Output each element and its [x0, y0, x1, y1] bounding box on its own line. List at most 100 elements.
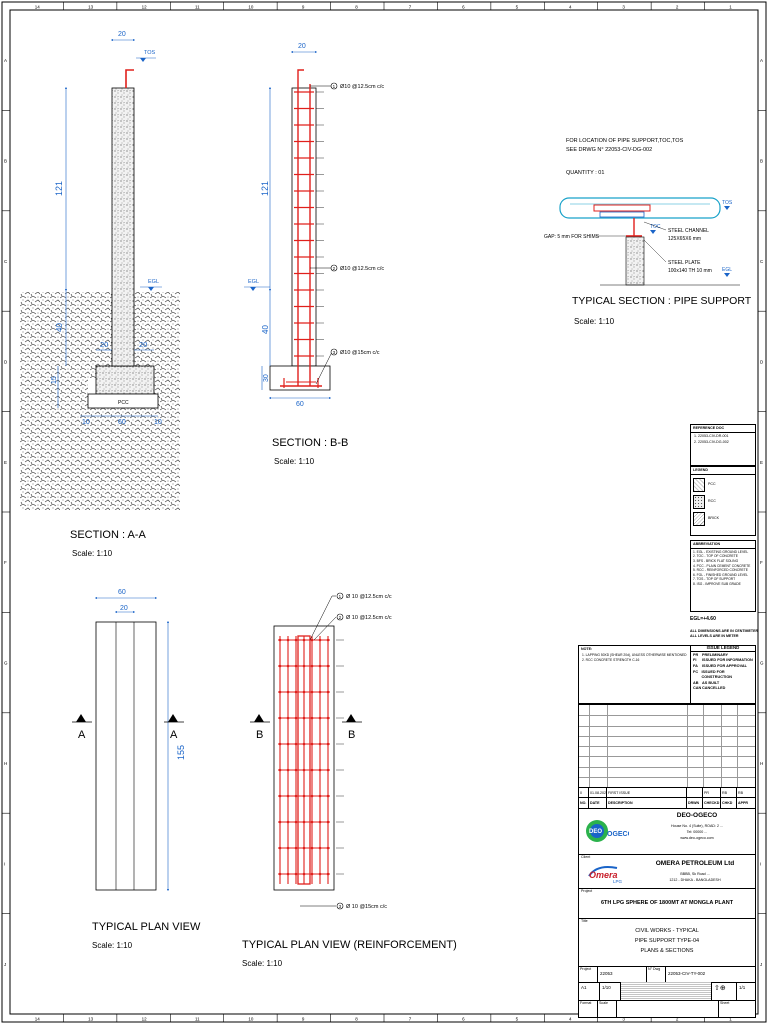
rebar-group: [280, 69, 324, 388]
plan-title: TYPICAL PLAN VIEW: [92, 921, 201, 933]
drawing-line3: PLANS & SECTIONS: [640, 948, 694, 954]
revision-grid-line: [579, 776, 755, 778]
plan-dim-60: 60: [118, 589, 126, 596]
revision-cell: DRWN: [687, 798, 703, 808]
reinf-title: TYPICAL PLAN VIEW (REINFORCEMENT): [242, 939, 457, 951]
grid-row-label: D: [760, 359, 764, 364]
bar-node: [286, 872, 290, 876]
revision-grid-line: [721, 705, 722, 787]
grid-col-label: 14: [35, 1017, 41, 1022]
grid-col-label: 11: [195, 5, 200, 10]
bar-node: [302, 820, 306, 824]
consultant-address2: Tel: 00000 ...: [686, 830, 708, 834]
project-block: Project 6TH LPG SPHERE OF 1800MT AT MONG…: [579, 888, 755, 919]
bar1-reinf: Ø 10 @12.5cm c/c: [346, 594, 392, 600]
egl-value: EGL=+4.60: [690, 616, 716, 622]
dwg-no: 22053-CIV-TY-002: [668, 971, 706, 976]
grid-col-label: 12: [142, 5, 148, 10]
abbr-item: 3. BFS - BRICK FLAT SOLING: [693, 558, 739, 563]
revision-grid-line: [589, 705, 590, 787]
revision-grid-line: [579, 746, 755, 747]
sheet-label: Sheet: [720, 1001, 730, 1005]
revision-grid-line: [737, 705, 738, 787]
grid-row-label: C: [4, 259, 8, 264]
egl-label-aa: EGL: [148, 279, 159, 285]
bar-node: [286, 716, 290, 720]
sheet-number: 1/1: [739, 985, 746, 990]
bar-node: [310, 768, 314, 772]
grid-row-label: F: [4, 560, 7, 565]
mark-1-bb: 1: [333, 84, 336, 89]
pedestal-bars: [297, 635, 311, 885]
bar-node: [278, 768, 282, 772]
drawing-line1: CIVIL WORKS - TYPICAL: [635, 928, 699, 934]
bar-node: [286, 794, 290, 798]
bar-node: [278, 664, 282, 668]
revision-area: [579, 705, 755, 787]
dim-121: 121: [54, 181, 64, 196]
mark-3-bb: 3: [333, 350, 336, 355]
grid-row-label: A: [760, 58, 763, 63]
ps-plate1: STEEL PLATE: [668, 260, 701, 266]
svg-text:LPG: LPG: [613, 879, 623, 884]
project-label: Project: [581, 889, 593, 893]
client-address2: 1212 - DHAKA - BANGLADESH: [669, 878, 721, 882]
grid-col-label: 8: [355, 1017, 358, 1022]
abbreviation-panel: ABBREVIATION 1. EGL - EXISTING GROUND LE…: [690, 540, 756, 612]
title-label: Title: [581, 919, 588, 923]
grid-col-label: 6: [462, 5, 465, 10]
mark-1-reinf: 1: [339, 594, 342, 599]
revision-grid-line: [687, 705, 688, 787]
legend-item-brick: BRICK: [708, 516, 719, 521]
issue-code: FI: [693, 658, 697, 663]
grid-row-label: D: [4, 359, 8, 364]
bar-node: [294, 638, 298, 642]
revision-grid-line: [579, 766, 755, 768]
bar-node: [310, 872, 314, 876]
disclaimer-text: [621, 982, 712, 1000]
scale-label: Scale: [598, 1000, 617, 1017]
cut-b-right: B: [348, 729, 355, 741]
revision-cell: [687, 788, 703, 798]
bar-node: [278, 872, 282, 876]
ps-toc: TOC: [650, 224, 661, 230]
grid-col-label: 4: [569, 5, 572, 10]
bar-node: [318, 846, 322, 850]
legend-item-pcc: PCC: [708, 482, 716, 487]
mark-3-reinf: 3: [339, 904, 342, 909]
format-label: Format: [579, 1000, 598, 1017]
grid-col-label: 7: [409, 5, 412, 10]
bar-node: [294, 872, 298, 876]
sheet-scale: 1/10: [600, 982, 621, 1000]
grid-col-label: 2: [676, 5, 679, 10]
levels-note: ALL LEVELS ARE IN METER: [690, 634, 739, 638]
consultant-address3: www.deo-ogeco.com: [680, 836, 714, 840]
bar-node: [318, 872, 322, 876]
bar-node: [294, 846, 298, 850]
number-row: Project 22053 N° Dwg 22053-CIV-TY-002: [579, 966, 755, 983]
bar-node: [302, 690, 306, 694]
dim-20-top: 20: [118, 31, 126, 38]
abbr-item: 4. PCC - PLAIN CEMENT CONCRETE: [693, 563, 751, 568]
bar-node: [302, 846, 306, 850]
revision-cell: RB: [721, 788, 737, 798]
issue-code: FC: [693, 669, 699, 674]
grid-col-label: 14: [35, 5, 41, 10]
dim-60-bb: 60: [296, 401, 304, 408]
bar-node: [326, 742, 330, 746]
grid-row-label: G: [4, 661, 8, 666]
pcc-label: PCC: [118, 400, 129, 406]
grid-col-label: 3: [622, 1017, 625, 1022]
dim-30-bb: 30: [263, 374, 270, 382]
bar-node: [302, 742, 306, 746]
bar-node: [294, 690, 298, 694]
revision-cell: DESCRIPTION: [607, 798, 687, 808]
bar-hook: [297, 69, 304, 84]
revision-grid-line: [703, 705, 704, 787]
legend-swatch-brick: [693, 511, 705, 526]
